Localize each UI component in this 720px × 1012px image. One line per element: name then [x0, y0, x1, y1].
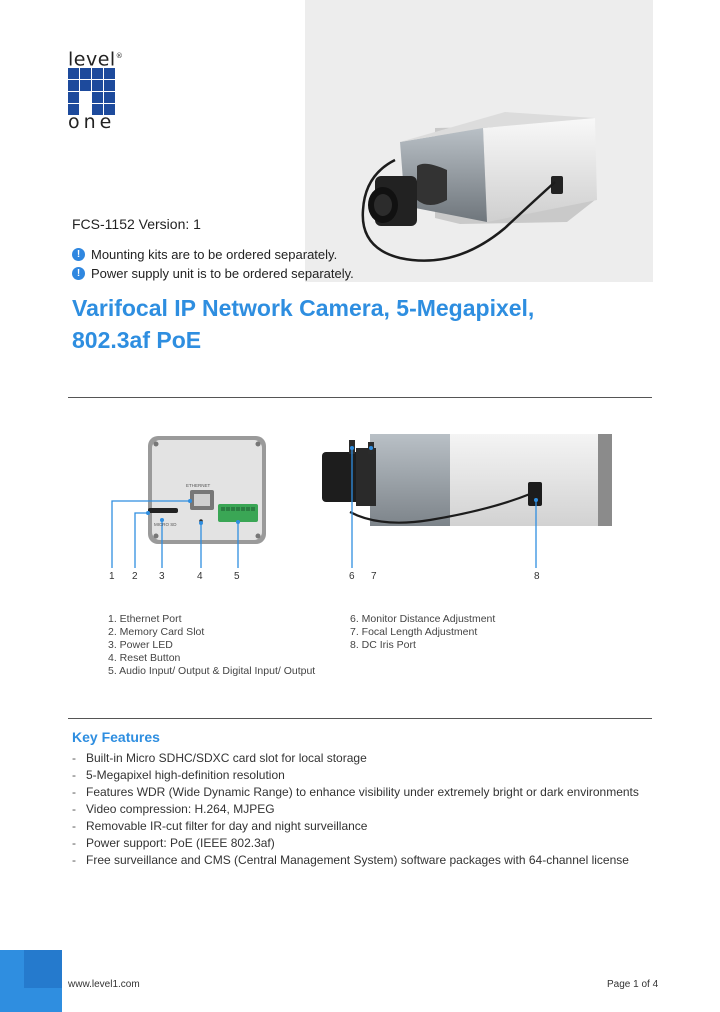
note-text: Power supply unit is to be ordered separ…: [91, 266, 354, 281]
list-item: -Power support: PoE (IEEE 802.3af): [72, 836, 275, 850]
legend-item: 2. Memory Card Slot: [108, 626, 205, 638]
legend-item: 1. Ethernet Port: [108, 613, 182, 625]
key-features-list: -Built-in Micro SDHC/SDXC card slot for …: [72, 750, 639, 869]
product-title: Varifocal IP Network Camera, 5-Megapixel…: [72, 292, 534, 356]
callout-1: 1: [109, 571, 115, 582]
feature-text: Built-in Micro SDHC/SDXC card slot for l…: [86, 751, 367, 765]
ethernet-port-label: ETHERNET: [186, 483, 211, 488]
list-item: -5-Megapixel high-definition resolution: [72, 768, 285, 782]
footer-website-link[interactable]: www.level1.com: [68, 979, 140, 990]
logo-registered-mark: ®: [115, 52, 124, 60]
legend-left: 1. Ethernet Port 2. Memory Card Slot 3. …: [108, 613, 315, 678]
exclamation-icon: !: [72, 248, 85, 261]
list-item: -Video compression: H.264, MJPEG: [72, 802, 275, 816]
rear-panel-diagram: ETHERNET MICRO SD: [100, 428, 280, 588]
legend-right: 6. Monitor Distance Adjustment 7. Focal …: [350, 613, 495, 652]
feature-text: Free surveillance and CMS (Central Manag…: [86, 853, 629, 867]
hero-camera-image: [305, 0, 653, 282]
callout-6: 6: [349, 571, 355, 582]
product-title-line2: 802.3af PoE: [72, 327, 202, 353]
logo-top-text: level®: [68, 48, 124, 71]
footer-accent-block: [0, 950, 62, 1012]
callout-2: 2: [132, 571, 138, 582]
callout-5: 5: [234, 571, 240, 582]
note-mounting-kits: ! Mounting kits are to be ordered separa…: [72, 247, 337, 262]
model-version: FCS-1152 Version: 1: [72, 216, 201, 232]
feature-text: Removable IR-cut filter for day and nigh…: [86, 819, 368, 833]
page-number: Page 1 of 4: [607, 979, 659, 990]
callout-4: 4: [197, 571, 203, 582]
list-item: -Features WDR (Wide Dynamic Range) to en…: [72, 785, 639, 799]
logo-grid-icon: [68, 68, 115, 115]
key-features-title: Key Features: [72, 729, 160, 745]
legend-item: 5. Audio Input/ Output & Digital Input/ …: [108, 665, 316, 677]
exclamation-icon: !: [72, 267, 85, 280]
legend-item: 7. Focal Length Adjustment: [350, 626, 478, 638]
product-title-line1: Varifocal IP Network Camera, 5-Megapixel…: [72, 295, 535, 321]
note-text: Mounting kits are to be ordered separate…: [91, 247, 338, 262]
feature-text: 5-Megapixel high-definition resolution: [86, 768, 285, 782]
legend-item: 4. Reset Button: [108, 652, 181, 664]
section-divider: [68, 718, 652, 719]
callout-3: 3: [159, 571, 165, 582]
section-divider: [68, 397, 652, 398]
rear-panel-illustration: [111, 436, 266, 568]
feature-text: Video compression: H.264, MJPEG: [86, 802, 275, 816]
side-view-diagram: [320, 428, 620, 588]
legend-item: 8. DC Iris Port: [350, 639, 416, 651]
camera-hero-illustration: [361, 112, 597, 262]
legend-item: 3. Power LED: [108, 639, 173, 651]
feature-text: Power support: PoE (IEEE 802.3af): [86, 836, 275, 850]
list-item: -Free surveillance and CMS (Central Mana…: [72, 853, 629, 867]
legend-item: 6. Monitor Distance Adjustment: [350, 613, 496, 625]
list-item: -Built-in Micro SDHC/SDXC card slot for …: [72, 751, 367, 765]
list-item: -Removable IR-cut filter for day and nig…: [72, 819, 368, 833]
brand-logo: level® one: [67, 46, 127, 132]
feature-text: Features WDR (Wide Dynamic Range) to enh…: [86, 785, 639, 799]
side-view-illustration: [322, 434, 612, 568]
note-power-supply: ! Power supply unit is to be ordered sep…: [72, 266, 354, 281]
callout-7: 7: [371, 571, 377, 582]
logo-bottom-text: one: [68, 111, 116, 133]
callout-8: 8: [534, 571, 540, 582]
micro-sd-label: MICRO SD: [154, 522, 177, 527]
